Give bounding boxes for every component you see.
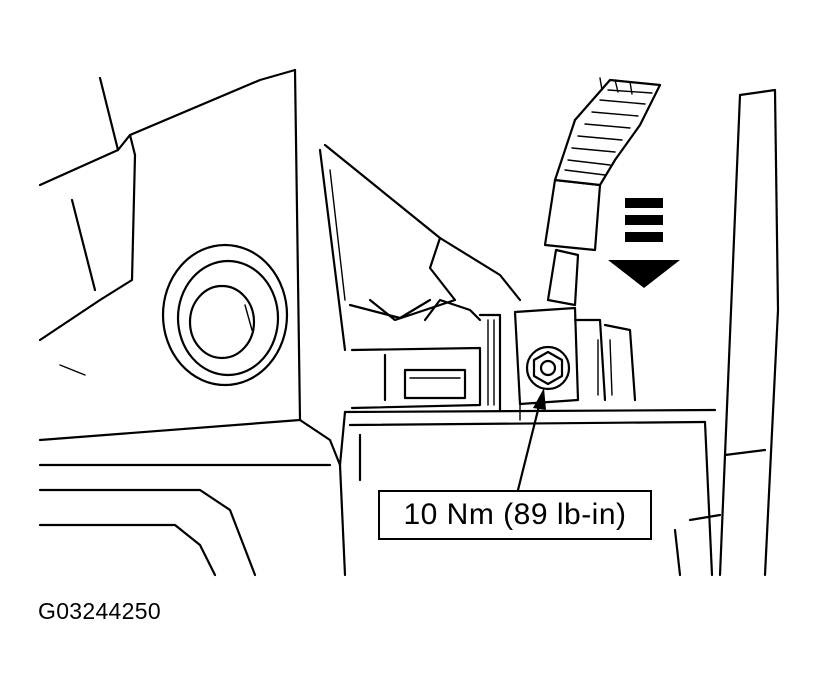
grommet	[161, 243, 289, 387]
callout-leader	[516, 388, 546, 492]
left-body-panel	[38, 68, 342, 577]
bolt-icon	[525, 345, 571, 391]
wire-harness	[543, 77, 662, 307]
right-frame-panel	[673, 88, 780, 577]
down-arrow-icon	[608, 198, 680, 288]
connector-housing	[350, 313, 502, 412]
mounting-bracket	[318, 143, 522, 352]
torque-label: 10 Nm (89 lb-in)	[403, 498, 627, 531]
figure-id: G03244250	[38, 598, 161, 624]
torque-callout: 10 Nm (89 lb-in)	[378, 490, 652, 540]
lower-housing	[338, 404, 717, 577]
